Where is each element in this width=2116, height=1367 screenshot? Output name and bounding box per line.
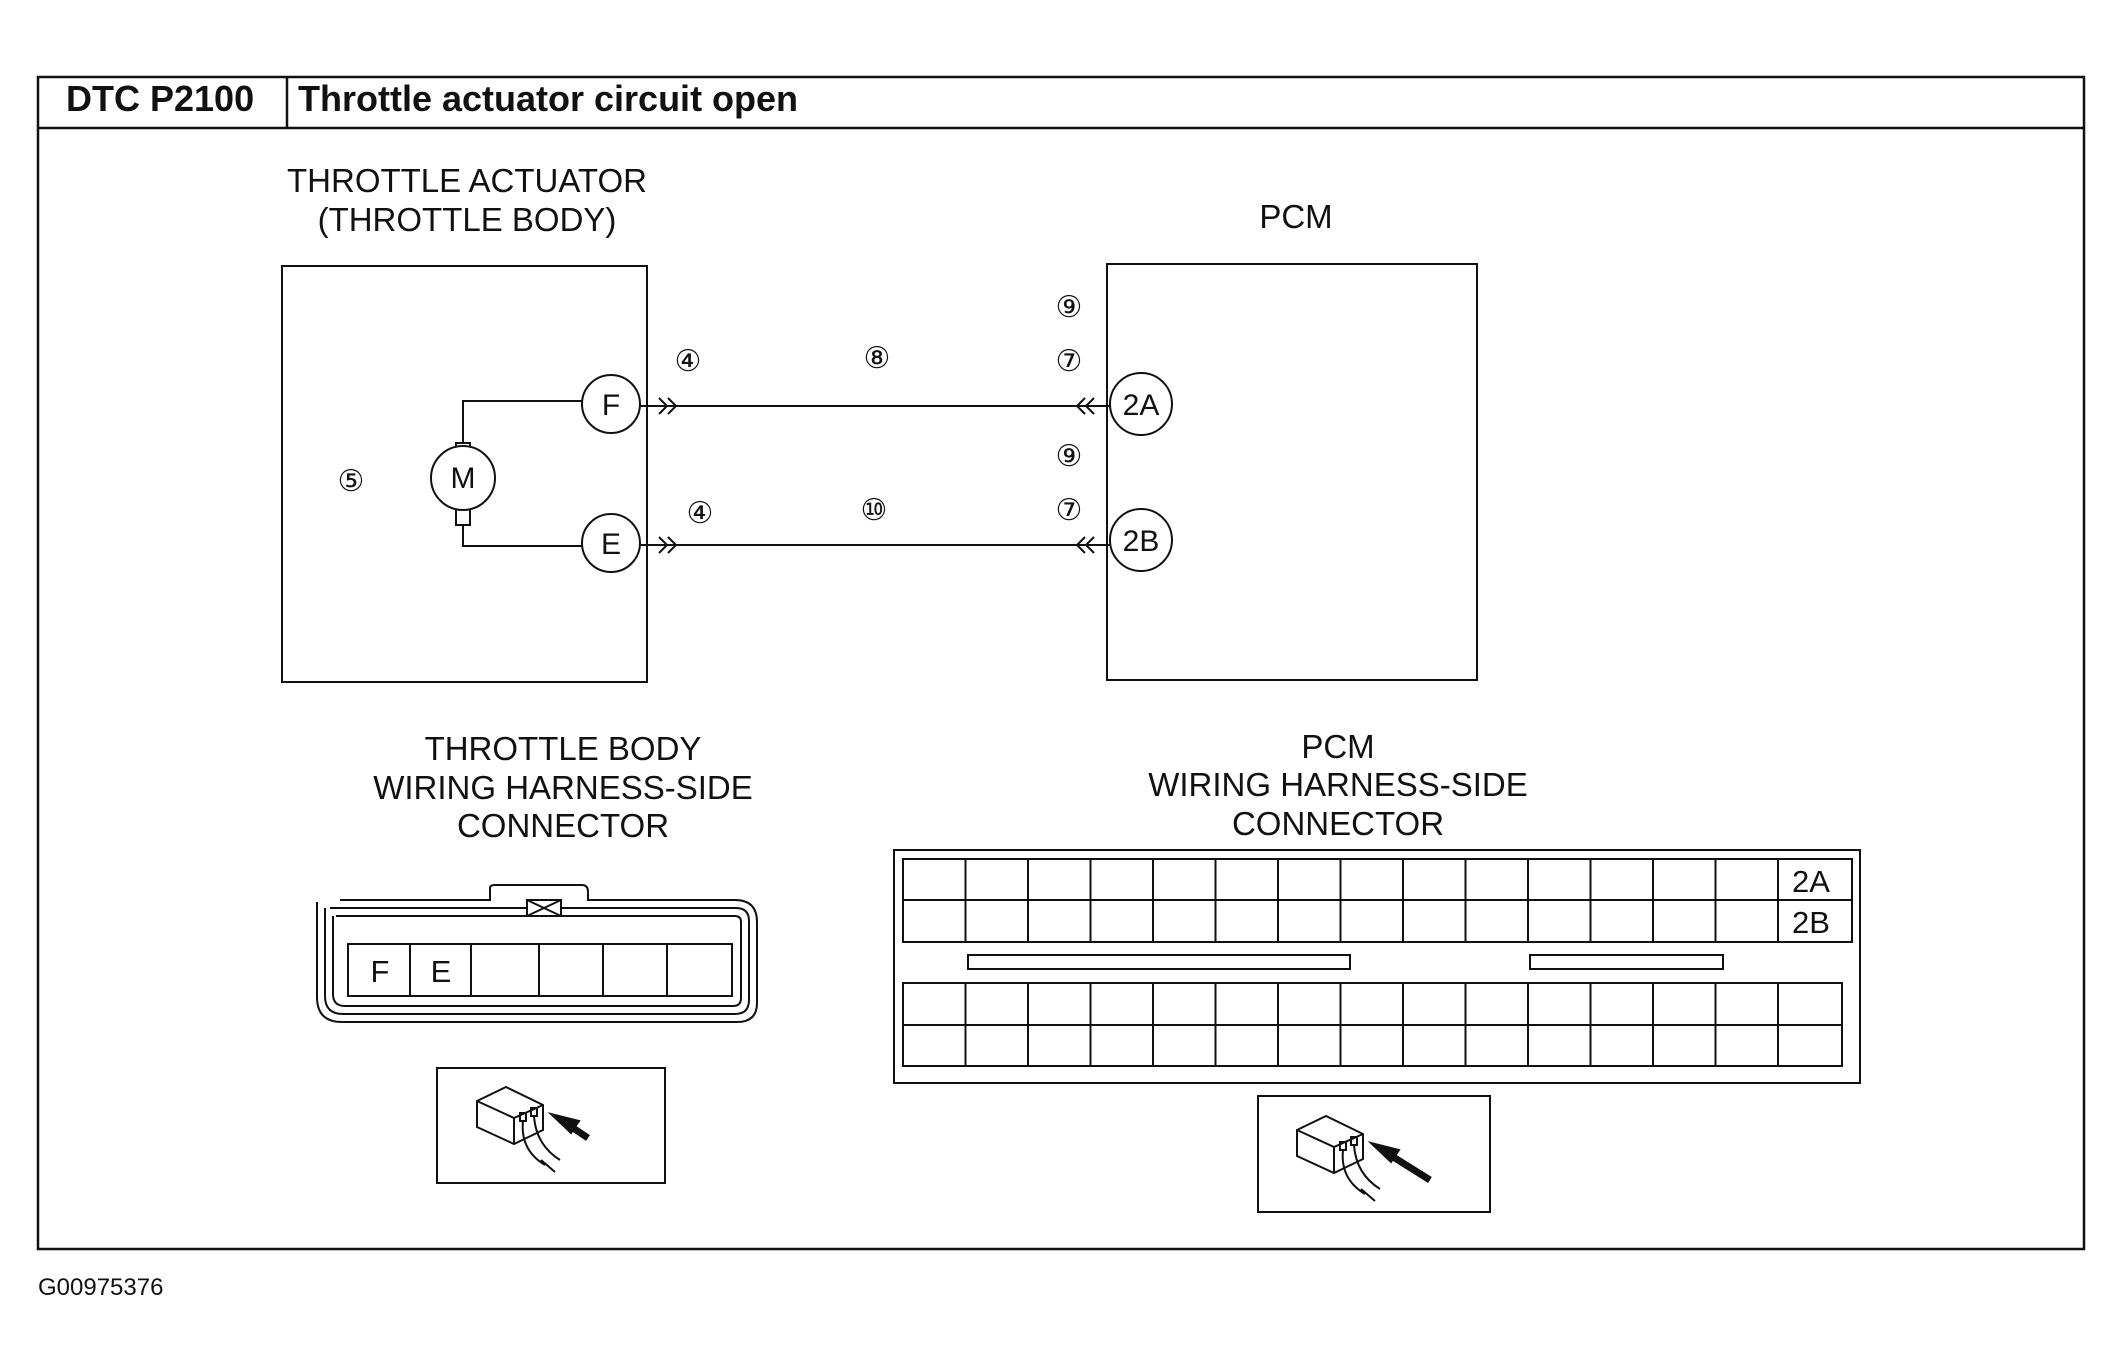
pin-f-label: F <box>602 389 620 422</box>
callout-upper-right-top: ⑨ <box>1056 291 1083 324</box>
dtc-code: DTC P2100 <box>66 78 254 119</box>
wire-lower <box>640 536 1110 554</box>
callout-lower-left: ④ <box>687 497 714 530</box>
callout-lower-right-top: ⑨ <box>1056 440 1083 473</box>
tb-pin-e: E <box>431 954 452 989</box>
pcm-connector-body <box>893 849 1861 1084</box>
pcm-connector-title-3: CONNECTOR <box>1232 805 1444 842</box>
pin-2a-label: 2A <box>1123 389 1160 422</box>
wire-upper <box>640 397 1110 415</box>
callout-lower-right-bottom: ⑦ <box>1056 494 1083 527</box>
callout-upper-mid: ⑧ <box>864 342 891 375</box>
pin-e-circle <box>581 513 641 573</box>
pcm-row-2b-label: 2B <box>1792 905 1830 940</box>
actuator-subtitle: (THROTTLE BODY) <box>318 201 617 238</box>
dtc-description: Throttle actuator circuit open <box>298 78 798 119</box>
tb-connector-body <box>316 884 758 1023</box>
motor-label: M <box>451 462 476 495</box>
callout-upper-left: ④ <box>675 345 702 378</box>
callout-upper-right-bottom: ⑦ <box>1056 345 1083 378</box>
callout-lower-mid: ⑩ <box>861 494 888 527</box>
pcm-connector-cells <box>964 859 1779 1066</box>
tb-connector-title-2: WIRING HARNESS-SIDE <box>373 769 753 806</box>
pcm-row-2a-label: 2A <box>1792 864 1830 899</box>
figure-id: G00975376 <box>38 1274 163 1301</box>
tb-connector-title: THROTTLE BODY <box>425 730 702 767</box>
pin-2a-circle <box>1109 372 1173 436</box>
callout-5: ⑤ <box>338 465 365 498</box>
tb-probe-icon <box>436 1067 666 1184</box>
pin-2b-label: 2B <box>1123 525 1160 558</box>
pin-f-circle <box>581 374 641 434</box>
tb-pin-f: F <box>371 954 390 989</box>
diagram-frame <box>36 75 2086 1251</box>
pcm-box <box>1106 263 1478 681</box>
actuator-title: THROTTLE ACTUATOR <box>287 162 647 199</box>
motor-icon <box>430 400 585 547</box>
pcm-probe-icon <box>1257 1095 1491 1213</box>
pin-e-label: E <box>601 528 621 561</box>
pin-2b-circle <box>1109 508 1173 572</box>
pcm-title: PCM <box>1259 198 1332 235</box>
tb-connector-title-3: CONNECTOR <box>457 807 669 844</box>
pcm-connector-title: PCM <box>1301 728 1374 765</box>
pcm-connector-title-2: WIRING HARNESS-SIDE <box>1148 766 1528 803</box>
actuator-box <box>281 265 648 683</box>
